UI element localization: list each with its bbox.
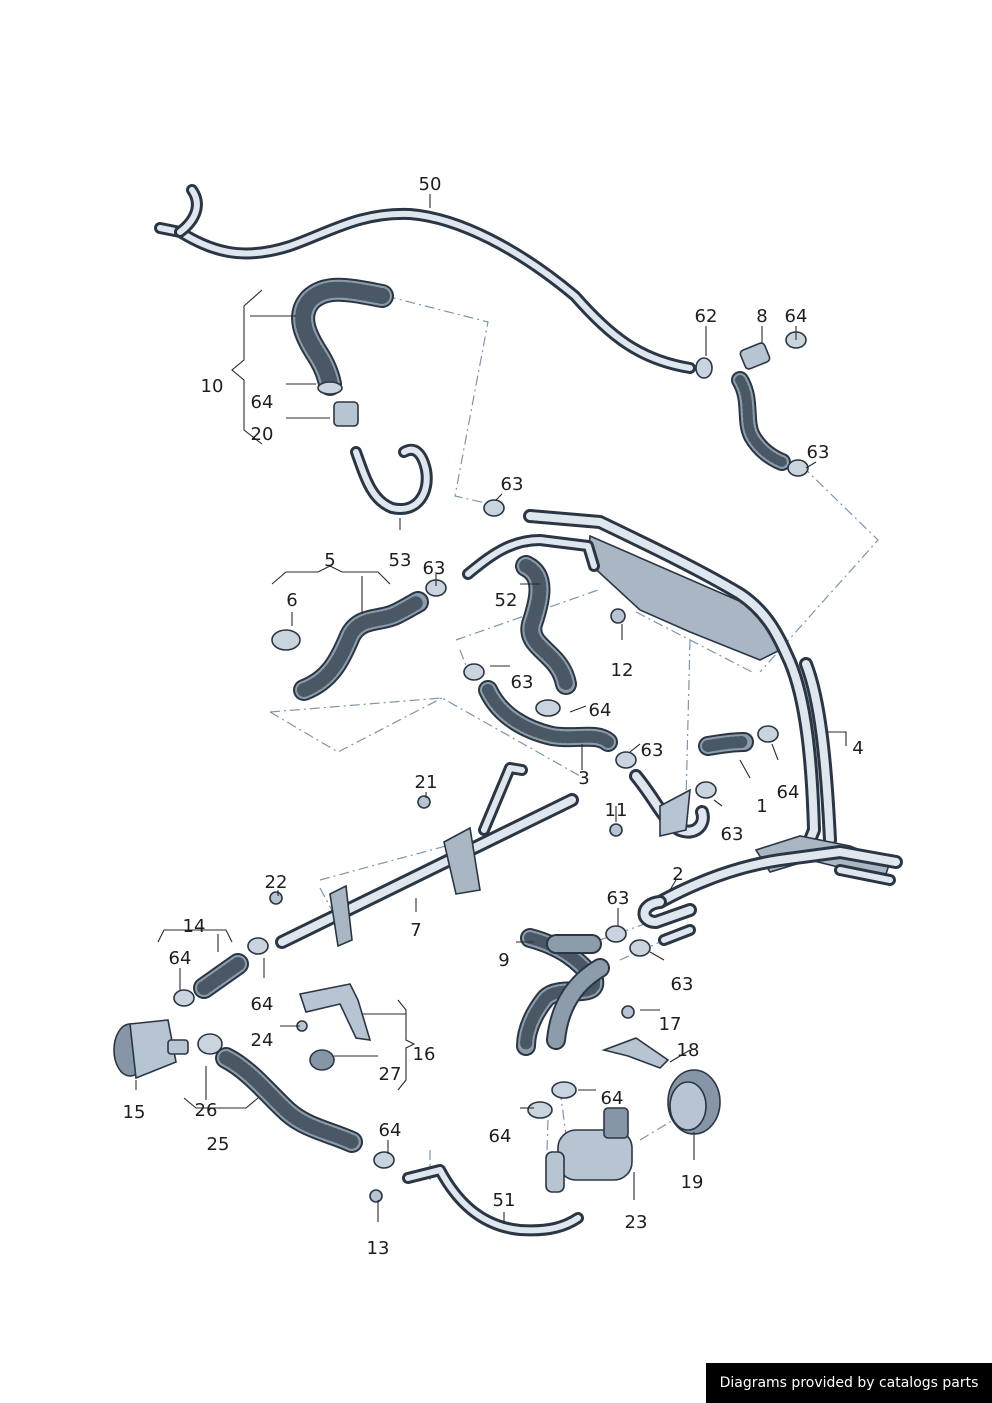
tube-50: [154, 184, 696, 374]
callout-22: 22: [265, 872, 288, 893]
callout-64: 64: [589, 700, 612, 721]
callout-63: 63: [721, 824, 744, 845]
hose-52: [515, 555, 577, 695]
callout-9: 9: [498, 950, 509, 971]
callout-8: 8: [756, 306, 767, 327]
callout-1: 1: [756, 796, 767, 817]
hose-25: [197, 1033, 395, 1169]
callout-20: 20: [251, 424, 274, 445]
callout-27: 27: [379, 1064, 402, 1085]
callout-11: 11: [605, 800, 628, 821]
callout-64: 64: [169, 948, 192, 969]
callout-64: 64: [251, 994, 274, 1015]
callout-25: 25: [207, 1134, 230, 1155]
callout-23: 23: [625, 1212, 648, 1233]
callout-64: 64: [601, 1088, 624, 1109]
fasteners: [269, 331, 809, 1203]
callout-18: 18: [677, 1040, 700, 1061]
pipe-7: [275, 762, 579, 949]
callout-53: 53: [389, 550, 412, 571]
callout-63: 63: [641, 740, 664, 761]
callout-62: 62: [695, 306, 718, 327]
pipe-11: [629, 769, 710, 839]
hose-14: [173, 937, 269, 1007]
leader-lines: [135, 194, 847, 1224]
callout-3: 3: [578, 768, 589, 789]
callout-5: 5: [324, 550, 335, 571]
hose-10: [291, 277, 394, 427]
callout-2: 2: [672, 864, 683, 885]
callout-16: 16: [413, 1044, 436, 1065]
callout-10: 10: [201, 376, 224, 397]
pipe-2: [637, 895, 697, 946]
pipe-assembly-4: [462, 509, 903, 909]
callout-64: 64: [777, 782, 800, 803]
callout-26: 26: [195, 1100, 218, 1121]
holder-18-19: [601, 1037, 721, 1135]
callout-64: 64: [489, 1126, 512, 1147]
callout-64: 64: [785, 306, 808, 327]
connector-8: [731, 342, 791, 471]
brackets-16: [298, 983, 372, 1071]
callout-17: 17: [659, 1014, 682, 1035]
callout-51: 51: [493, 1190, 516, 1211]
callout-63: 63: [423, 558, 446, 579]
hose-3: [478, 680, 618, 752]
hose-1: [698, 725, 779, 756]
credit-banner: Diagrams provided by catalogs parts: [706, 1363, 992, 1403]
callout-63: 63: [807, 442, 830, 463]
callout-7: 7: [410, 920, 421, 941]
callout-14: 14: [183, 916, 206, 937]
callout-21: 21: [415, 772, 438, 793]
callout-24: 24: [251, 1030, 274, 1051]
callout-63: 63: [511, 672, 534, 693]
callout-50: 50: [419, 174, 442, 195]
callout-64: 64: [379, 1120, 402, 1141]
callout-4: 4: [852, 738, 863, 759]
callout-15: 15: [123, 1102, 146, 1123]
callout-64: 64: [251, 392, 274, 413]
pump-23: [527, 1081, 633, 1193]
callout-19: 19: [681, 1172, 704, 1193]
tube-53: [350, 443, 433, 515]
callout-63: 63: [607, 888, 630, 909]
pump-15: [113, 1019, 189, 1080]
callout-63: 63: [501, 474, 524, 495]
callout-12: 12: [611, 660, 634, 681]
callout-6: 6: [286, 590, 297, 611]
hoses-9: [516, 928, 610, 1056]
tube-51: [402, 1164, 584, 1237]
callout-63: 63: [671, 974, 694, 995]
hose-5: [271, 579, 447, 701]
callout-52: 52: [495, 590, 518, 611]
callout-13: 13: [367, 1238, 390, 1259]
